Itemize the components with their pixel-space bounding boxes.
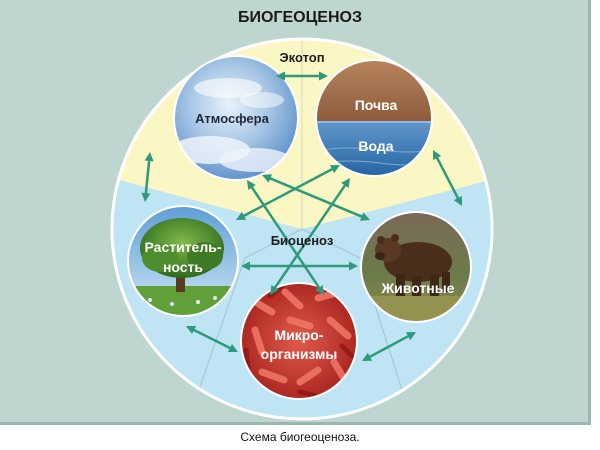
- caption: Схема биогеоценоза.: [240, 430, 360, 444]
- arrows: [141, 71, 462, 361]
- microorganisms-node: [240, 282, 358, 400]
- soil-label: Почва: [355, 97, 398, 113]
- biocenosis-label: Биоценоз: [271, 233, 334, 248]
- diagram-title: БИОГЕОЦЕНОЗ: [237, 9, 362, 26]
- plants-micro-arrow: [186, 326, 238, 352]
- animals-micro-arrow: [362, 332, 416, 361]
- atmosphere-plants-arrow: [141, 152, 154, 202]
- atmosphere-node: [173, 55, 299, 181]
- plants-node: [127, 205, 239, 317]
- plants-animals-arrow: [241, 261, 358, 271]
- soil-micro-arrow: [270, 178, 350, 295]
- ecotop-label: Экотоп: [279, 50, 324, 65]
- animals-label: Животные: [381, 280, 455, 296]
- soil-plants-arrow: [236, 165, 340, 220]
- plants-label-line1: Раститель-: [145, 239, 222, 255]
- plants-label-line2: ность: [163, 259, 203, 275]
- ecotop-link-arrow: [276, 71, 328, 81]
- animals-node: [360, 211, 472, 323]
- soil-animals-arrow: [433, 150, 462, 206]
- atmosphere-label: Атмосфера: [195, 111, 269, 126]
- outer-ring: [110, 37, 494, 421]
- micro-label-line1: Микро-: [274, 327, 323, 343]
- water-label: Вода: [358, 138, 393, 154]
- micro-label-line2: организмы: [261, 346, 338, 362]
- atmosphere-animals-arrow: [262, 174, 370, 221]
- atmosphere-micro-arrow: [247, 180, 324, 295]
